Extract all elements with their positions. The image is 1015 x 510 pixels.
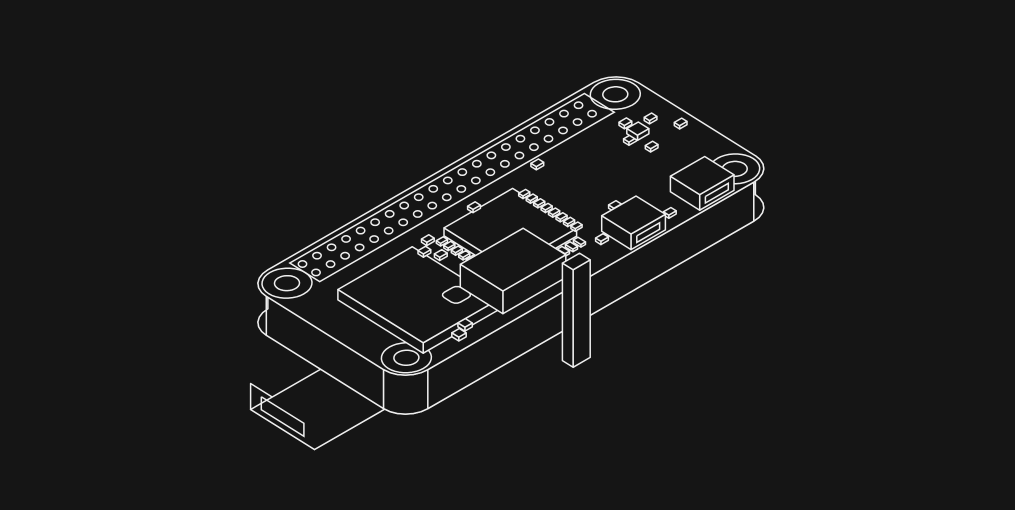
smd-component-13-top	[643, 112, 658, 122]
gpio-pin-hole-7	[354, 243, 365, 252]
gpio-pin-hole-30	[515, 134, 526, 143]
gpio-pin-hole-20	[442, 176, 453, 185]
gpio-pin-hole-2	[312, 251, 322, 260]
gpio-pin-hole-36	[559, 109, 569, 118]
smd-component-2-top	[433, 248, 448, 259]
hdmi-port-opening	[260, 396, 305, 438]
smd-component-3-top	[594, 232, 610, 243]
gpio-pin-hole-32	[529, 126, 540, 135]
smd-chip-small-top	[626, 121, 650, 136]
smd-component-9-top	[662, 206, 677, 216]
gpio-pin-hole-0	[297, 260, 308, 268]
smd-component-14-top	[673, 117, 688, 127]
gpio-pin-hole-1	[311, 268, 321, 277]
gpio-pin-hole-28	[500, 143, 511, 151]
gpio-pin-hole-33	[543, 134, 554, 143]
front-cap-top	[561, 252, 591, 271]
smd-component-b-top	[457, 317, 474, 328]
gpio-pin-hole-21	[456, 184, 467, 193]
mounting-hole-0	[273, 274, 301, 292]
soc-pad-right-0-top	[517, 188, 531, 197]
gpio-pin-hole-13	[398, 218, 409, 227]
soc-pad-right-7-top	[570, 221, 583, 230]
gpio-pin-hole-3	[325, 260, 336, 269]
soc-pad-left-3-top	[457, 249, 471, 259]
board-corner-side-0	[382, 368, 429, 415]
gpio-pin-hole-18	[428, 184, 439, 193]
soc-pad-right-4-top	[547, 207, 561, 216]
micro-usb-port-2-top	[669, 155, 735, 196]
gpio-pin-hole-10	[370, 218, 381, 227]
smd-component-7-top	[466, 201, 482, 211]
smd-component-12-top	[644, 140, 659, 150]
gpio-pin-hole-12	[384, 209, 395, 218]
gpio-pin-hole-17	[427, 201, 438, 210]
soc-pad-front-7-top	[572, 236, 587, 246]
smd-component-11-top	[618, 117, 633, 127]
soc-pad-right-3-top	[540, 202, 553, 211]
front-cap-side	[561, 262, 574, 369]
soc-pad-right-5-top	[555, 211, 568, 221]
mounting-hole-2	[393, 349, 420, 366]
smd-component-0-top	[420, 233, 435, 244]
gpio-pin-hole-38	[573, 101, 584, 110]
micro-usb-opening-2	[704, 182, 730, 205]
mounting-hole-1	[602, 86, 629, 103]
gpio-pin-hole-5	[340, 251, 351, 260]
gpio-pin-hole-35	[558, 126, 568, 135]
gpio-pin-hole-15	[412, 210, 423, 218]
soc-pad-right-1-top	[525, 193, 539, 202]
gpio-pin-hole-22	[457, 168, 468, 177]
gpio-pin-hole-37	[572, 118, 583, 126]
soc-pad-right-6-top	[562, 216, 576, 225]
smd-component-1-top	[417, 245, 432, 255]
smd-component-6-top	[530, 158, 545, 168]
gpio-pin-hole-4	[326, 243, 337, 252]
gpio-pin-hole-8	[355, 226, 366, 235]
connector-block-top	[459, 227, 567, 292]
gpio-pin-hole-34	[544, 117, 555, 126]
gpio-pin-hole-6	[341, 234, 352, 243]
gpio-pin-hole-29	[514, 151, 525, 160]
gpio-pin-hole-26	[486, 151, 497, 160]
front-cap-front	[572, 259, 591, 369]
gpio-pin-hole-9	[369, 235, 380, 243]
soc-pad-right-2-top	[532, 197, 546, 207]
micro-usb-opening-1	[636, 221, 661, 244]
soc-pad-left-2-top	[450, 245, 464, 254]
gpio-pin-hole-11	[383, 226, 394, 235]
soc-pad-left-1-top	[443, 240, 456, 249]
gpio-pin-hole-24	[471, 159, 482, 168]
gpio-pin-hole-16	[413, 193, 424, 202]
micro-usb-port-1-top	[600, 195, 667, 235]
gpio-pin-hole-23	[470, 176, 481, 185]
gpio-pin-hole-25	[485, 168, 496, 177]
smd-component-a-top	[451, 327, 467, 338]
gpio-pin-hole-31	[529, 143, 539, 152]
gpio-pin-hole-27	[499, 159, 510, 168]
gpio-pin-hole-14	[399, 201, 410, 210]
gpio-header-outline	[288, 92, 616, 283]
gpio-pin-hole-39	[587, 109, 598, 118]
soc-pad-front-6-top	[564, 241, 579, 250]
soc-pad-left-0-top	[435, 236, 449, 245]
gpio-pin-hole-19	[441, 193, 452, 202]
